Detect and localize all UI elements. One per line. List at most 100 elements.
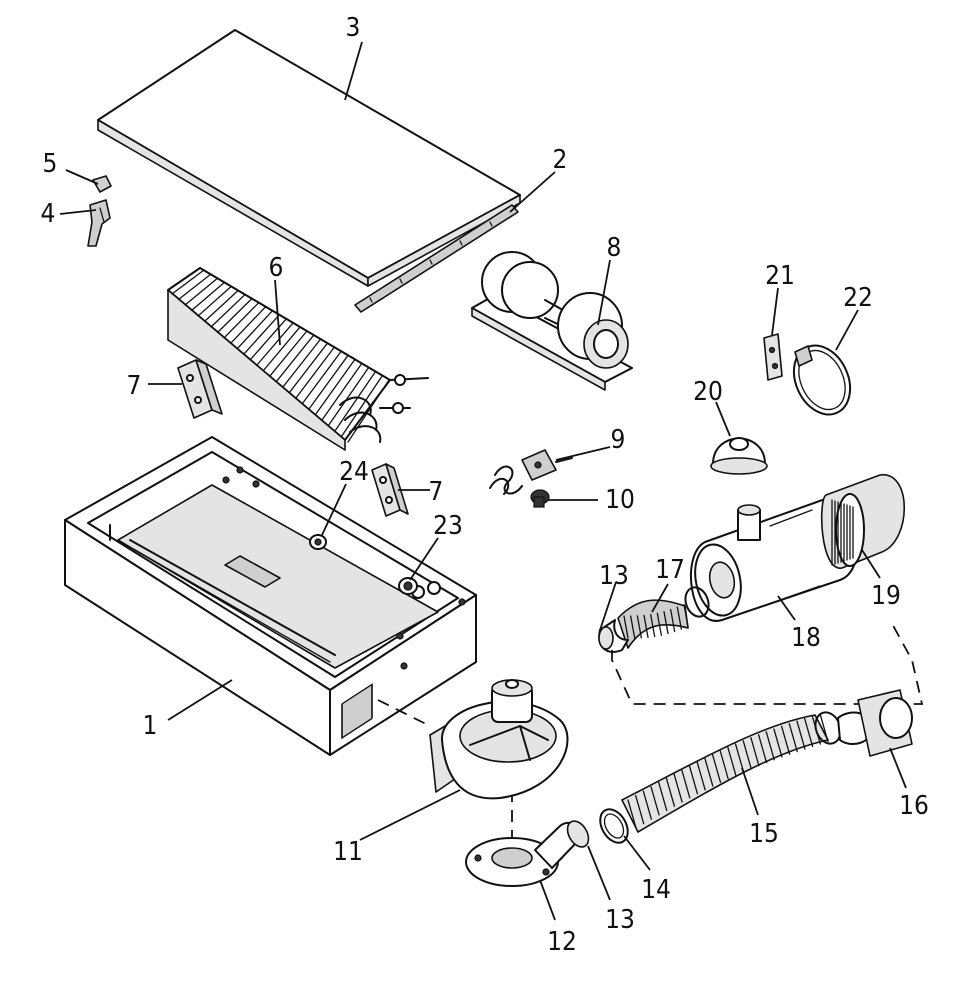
hatch-stroke bbox=[719, 750, 729, 780]
hatch-stroke bbox=[327, 367, 370, 427]
callout-17: 17 bbox=[655, 555, 685, 585]
hatch-stroke bbox=[334, 371, 376, 432]
callout-22: 22 bbox=[843, 283, 873, 313]
hatch-stroke bbox=[295, 346, 335, 399]
hatch-stroke bbox=[673, 773, 683, 803]
hatch-stroke bbox=[243, 314, 281, 355]
part-lid bbox=[97, 29, 521, 287]
hatch-stroke bbox=[670, 608, 676, 633]
part-filter-element bbox=[820, 474, 906, 569]
hatch-stroke bbox=[275, 334, 315, 383]
part-outlet bbox=[814, 689, 913, 757]
part-plug bbox=[530, 489, 550, 508]
hatch-stroke bbox=[643, 614, 649, 639]
hatch-stroke bbox=[658, 781, 668, 812]
hatch-stroke bbox=[742, 740, 752, 770]
part-heat-exchanger bbox=[167, 267, 429, 451]
part-clamp-small bbox=[684, 586, 710, 618]
part-clamp-22 bbox=[792, 344, 852, 416]
callout-23: 23 bbox=[433, 511, 463, 541]
hatch-stroke bbox=[340, 375, 383, 438]
hatch-stroke bbox=[683, 603, 689, 628]
part-bracket-left bbox=[177, 359, 223, 419]
part-long-hose bbox=[621, 713, 829, 833]
callout-7b: 7 bbox=[429, 477, 444, 507]
hatch-stroke bbox=[301, 350, 342, 405]
hatch-stroke bbox=[773, 728, 783, 758]
hatch-stroke bbox=[256, 322, 294, 366]
hatch-stroke bbox=[663, 610, 669, 635]
part-twin-blower bbox=[471, 251, 633, 391]
hatch-stroke bbox=[819, 713, 829, 743]
hatch-stroke bbox=[171, 269, 205, 295]
hatch-stroke bbox=[665, 777, 676, 807]
hatch-stroke bbox=[696, 761, 706, 791]
callout-13b: 13 bbox=[605, 905, 635, 935]
hatch-stroke bbox=[796, 720, 806, 750]
callout-15: 15 bbox=[749, 819, 779, 849]
part-bracket-right bbox=[371, 463, 409, 517]
part-centrifugal-fan bbox=[429, 679, 569, 800]
hatch-stroke bbox=[727, 746, 737, 776]
callout-4: 4 bbox=[41, 199, 56, 229]
hatch-stroke bbox=[765, 731, 775, 761]
callout-3: 3 bbox=[346, 13, 361, 43]
hatch-stroke bbox=[788, 723, 798, 753]
leader-lines bbox=[59, 41, 907, 921]
callout-21: 21 bbox=[765, 261, 795, 291]
callout-13a: 13 bbox=[599, 561, 629, 591]
hatch-stroke bbox=[734, 743, 745, 773]
hatch-stroke bbox=[321, 363, 363, 421]
hatch-stroke bbox=[269, 330, 308, 377]
callout-10: 10 bbox=[605, 485, 635, 515]
hatch-stroke bbox=[184, 277, 219, 306]
hatch-stroke bbox=[210, 293, 246, 328]
hatch-stroke bbox=[650, 786, 660, 816]
callout-16: 16 bbox=[899, 791, 929, 821]
part-hinge-strip bbox=[354, 204, 519, 313]
hatch-stroke bbox=[750, 736, 760, 767]
hatch-stroke bbox=[236, 310, 274, 350]
hatch-stroke bbox=[757, 733, 768, 764]
callout-20: 20 bbox=[693, 377, 723, 407]
callout-labels: 3 2 5 4 6 7 7 8 9 10 24 23 1 11 12 13 13… bbox=[41, 13, 929, 957]
hatch-stroke bbox=[642, 790, 653, 820]
part-clip bbox=[763, 333, 783, 381]
callout-7a: 7 bbox=[127, 371, 142, 401]
hatch-stroke bbox=[656, 612, 662, 636]
callout-2: 2 bbox=[553, 145, 568, 175]
hatch-stroke bbox=[190, 281, 226, 312]
callout-5: 5 bbox=[43, 149, 58, 179]
part-latch bbox=[87, 175, 112, 247]
hatch-stroke bbox=[704, 757, 714, 787]
hatch-stroke bbox=[230, 306, 267, 344]
part-flange-elbow bbox=[465, 821, 580, 887]
hatch-stroke bbox=[636, 615, 642, 639]
part-elbow-lower bbox=[566, 820, 590, 848]
hatch-stroke bbox=[216, 297, 253, 334]
callout-1: 1 bbox=[143, 711, 158, 741]
hatch-stroke bbox=[711, 753, 722, 783]
hatch-stroke bbox=[688, 765, 699, 795]
callout-8: 8 bbox=[607, 233, 622, 263]
hatch-stroke bbox=[650, 613, 656, 638]
hatch-stroke bbox=[177, 273, 212, 301]
hatch-stroke bbox=[803, 717, 814, 748]
hatch-stroke bbox=[288, 342, 328, 394]
part-short-hose bbox=[617, 599, 689, 649]
callout-11: 11 bbox=[333, 837, 363, 867]
hatch-stroke bbox=[347, 379, 390, 443]
hatch-stroke bbox=[635, 794, 645, 825]
hatch-stroke bbox=[282, 338, 322, 388]
callout-9: 9 bbox=[611, 425, 626, 455]
callout-12: 12 bbox=[547, 927, 577, 957]
hatch-stroke bbox=[223, 301, 260, 339]
hatch-stroke bbox=[249, 318, 287, 361]
callout-14: 14 bbox=[641, 875, 671, 905]
hatch-stroke bbox=[308, 354, 349, 410]
callout-6: 6 bbox=[269, 253, 284, 283]
part-housing bbox=[64, 436, 477, 756]
part-grommet-23 bbox=[398, 577, 418, 595]
part-valve bbox=[489, 449, 573, 495]
